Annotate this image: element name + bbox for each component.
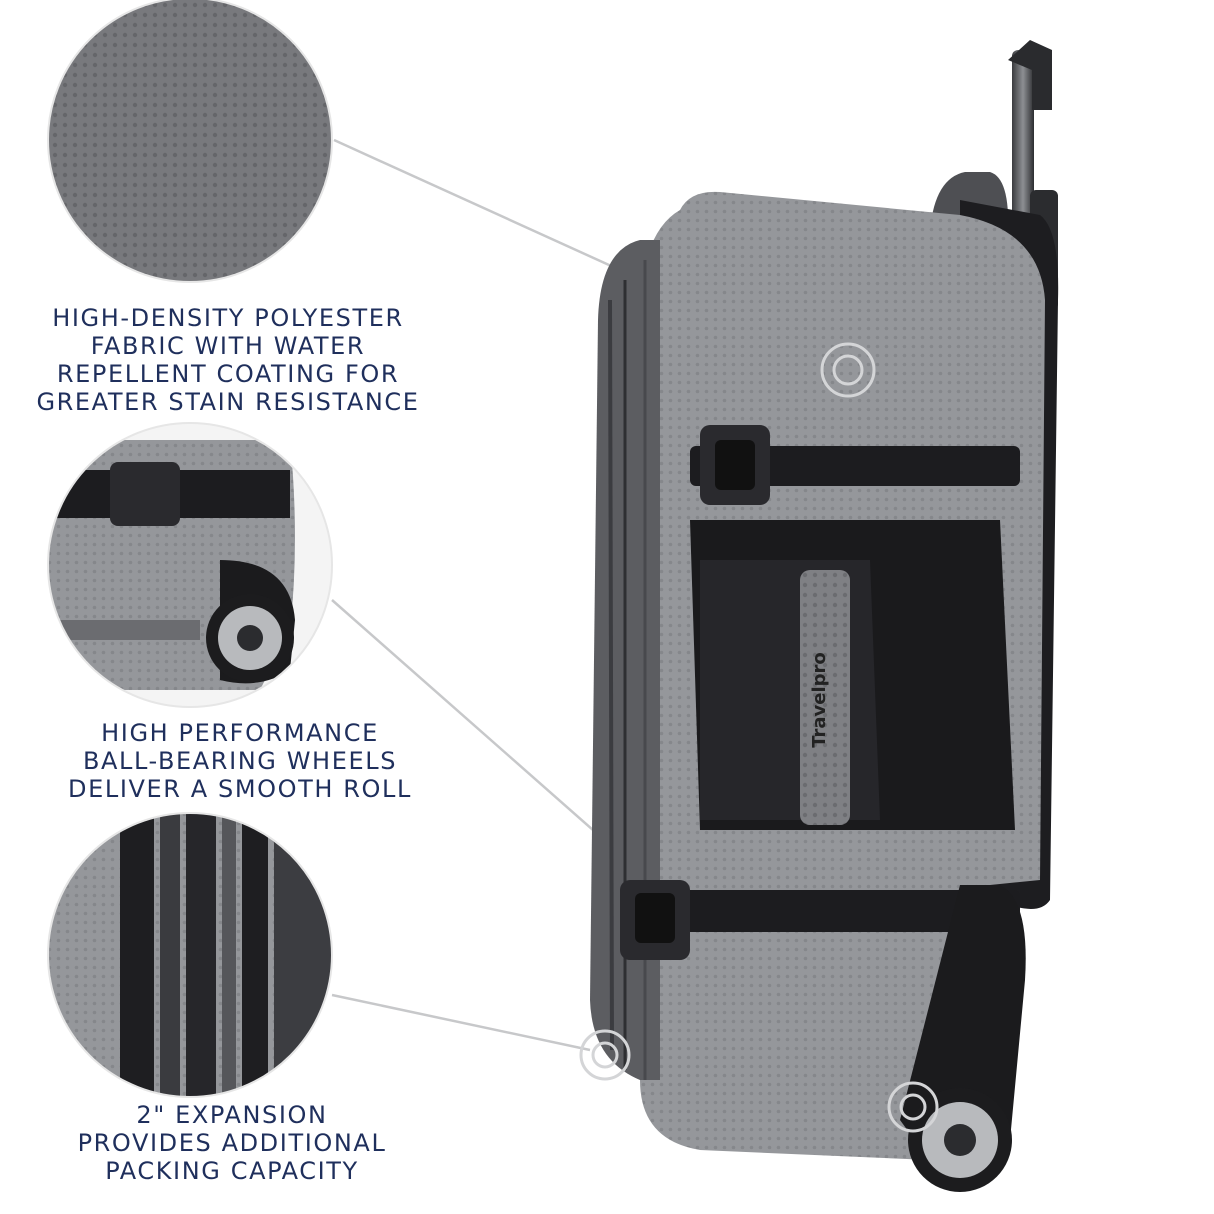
fabric-feature-caption: HIGH-DENSITY POLYESTER FABRIC WITH WATER… <box>18 304 438 416</box>
expansion-closeup-circle <box>48 813 332 1097</box>
fabric-closeup-circle <box>48 0 332 282</box>
caption-line: HIGH PERFORMANCE <box>101 719 379 747</box>
brand-label: Travelpro <box>809 652 830 748</box>
caption-line: HIGH-DENSITY POLYESTER <box>52 304 404 332</box>
expansion-feature-caption: 2" EXPANSION PROVIDES ADDITIONAL PACKING… <box>52 1101 412 1185</box>
target-marker-fabric <box>820 342 876 398</box>
suitcase: Travelpro <box>590 40 1059 1192</box>
target-marker-wheels <box>887 1081 939 1133</box>
caption-line: PROVIDES ADDITIONAL <box>77 1129 387 1157</box>
wheel-closeup-circle <box>48 423 332 707</box>
target-marker-expansion <box>579 1029 631 1081</box>
caption-line: PACKING CAPACITY <box>105 1157 359 1185</box>
caption-line: DELIVER A SMOOTH ROLL <box>68 775 412 803</box>
wheels-feature-caption: HIGH PERFORMANCE BALL-BEARING WHEELS DEL… <box>40 719 440 803</box>
caption-line: GREATER STAIN RESISTANCE <box>36 388 420 416</box>
caption-line: BALL-BEARING WHEELS <box>82 747 398 775</box>
caption-line: FABRIC WITH WATER <box>90 332 366 360</box>
caption-line: REPELLENT COATING FOR <box>56 360 400 388</box>
caption-line: 2" EXPANSION <box>136 1101 328 1129</box>
